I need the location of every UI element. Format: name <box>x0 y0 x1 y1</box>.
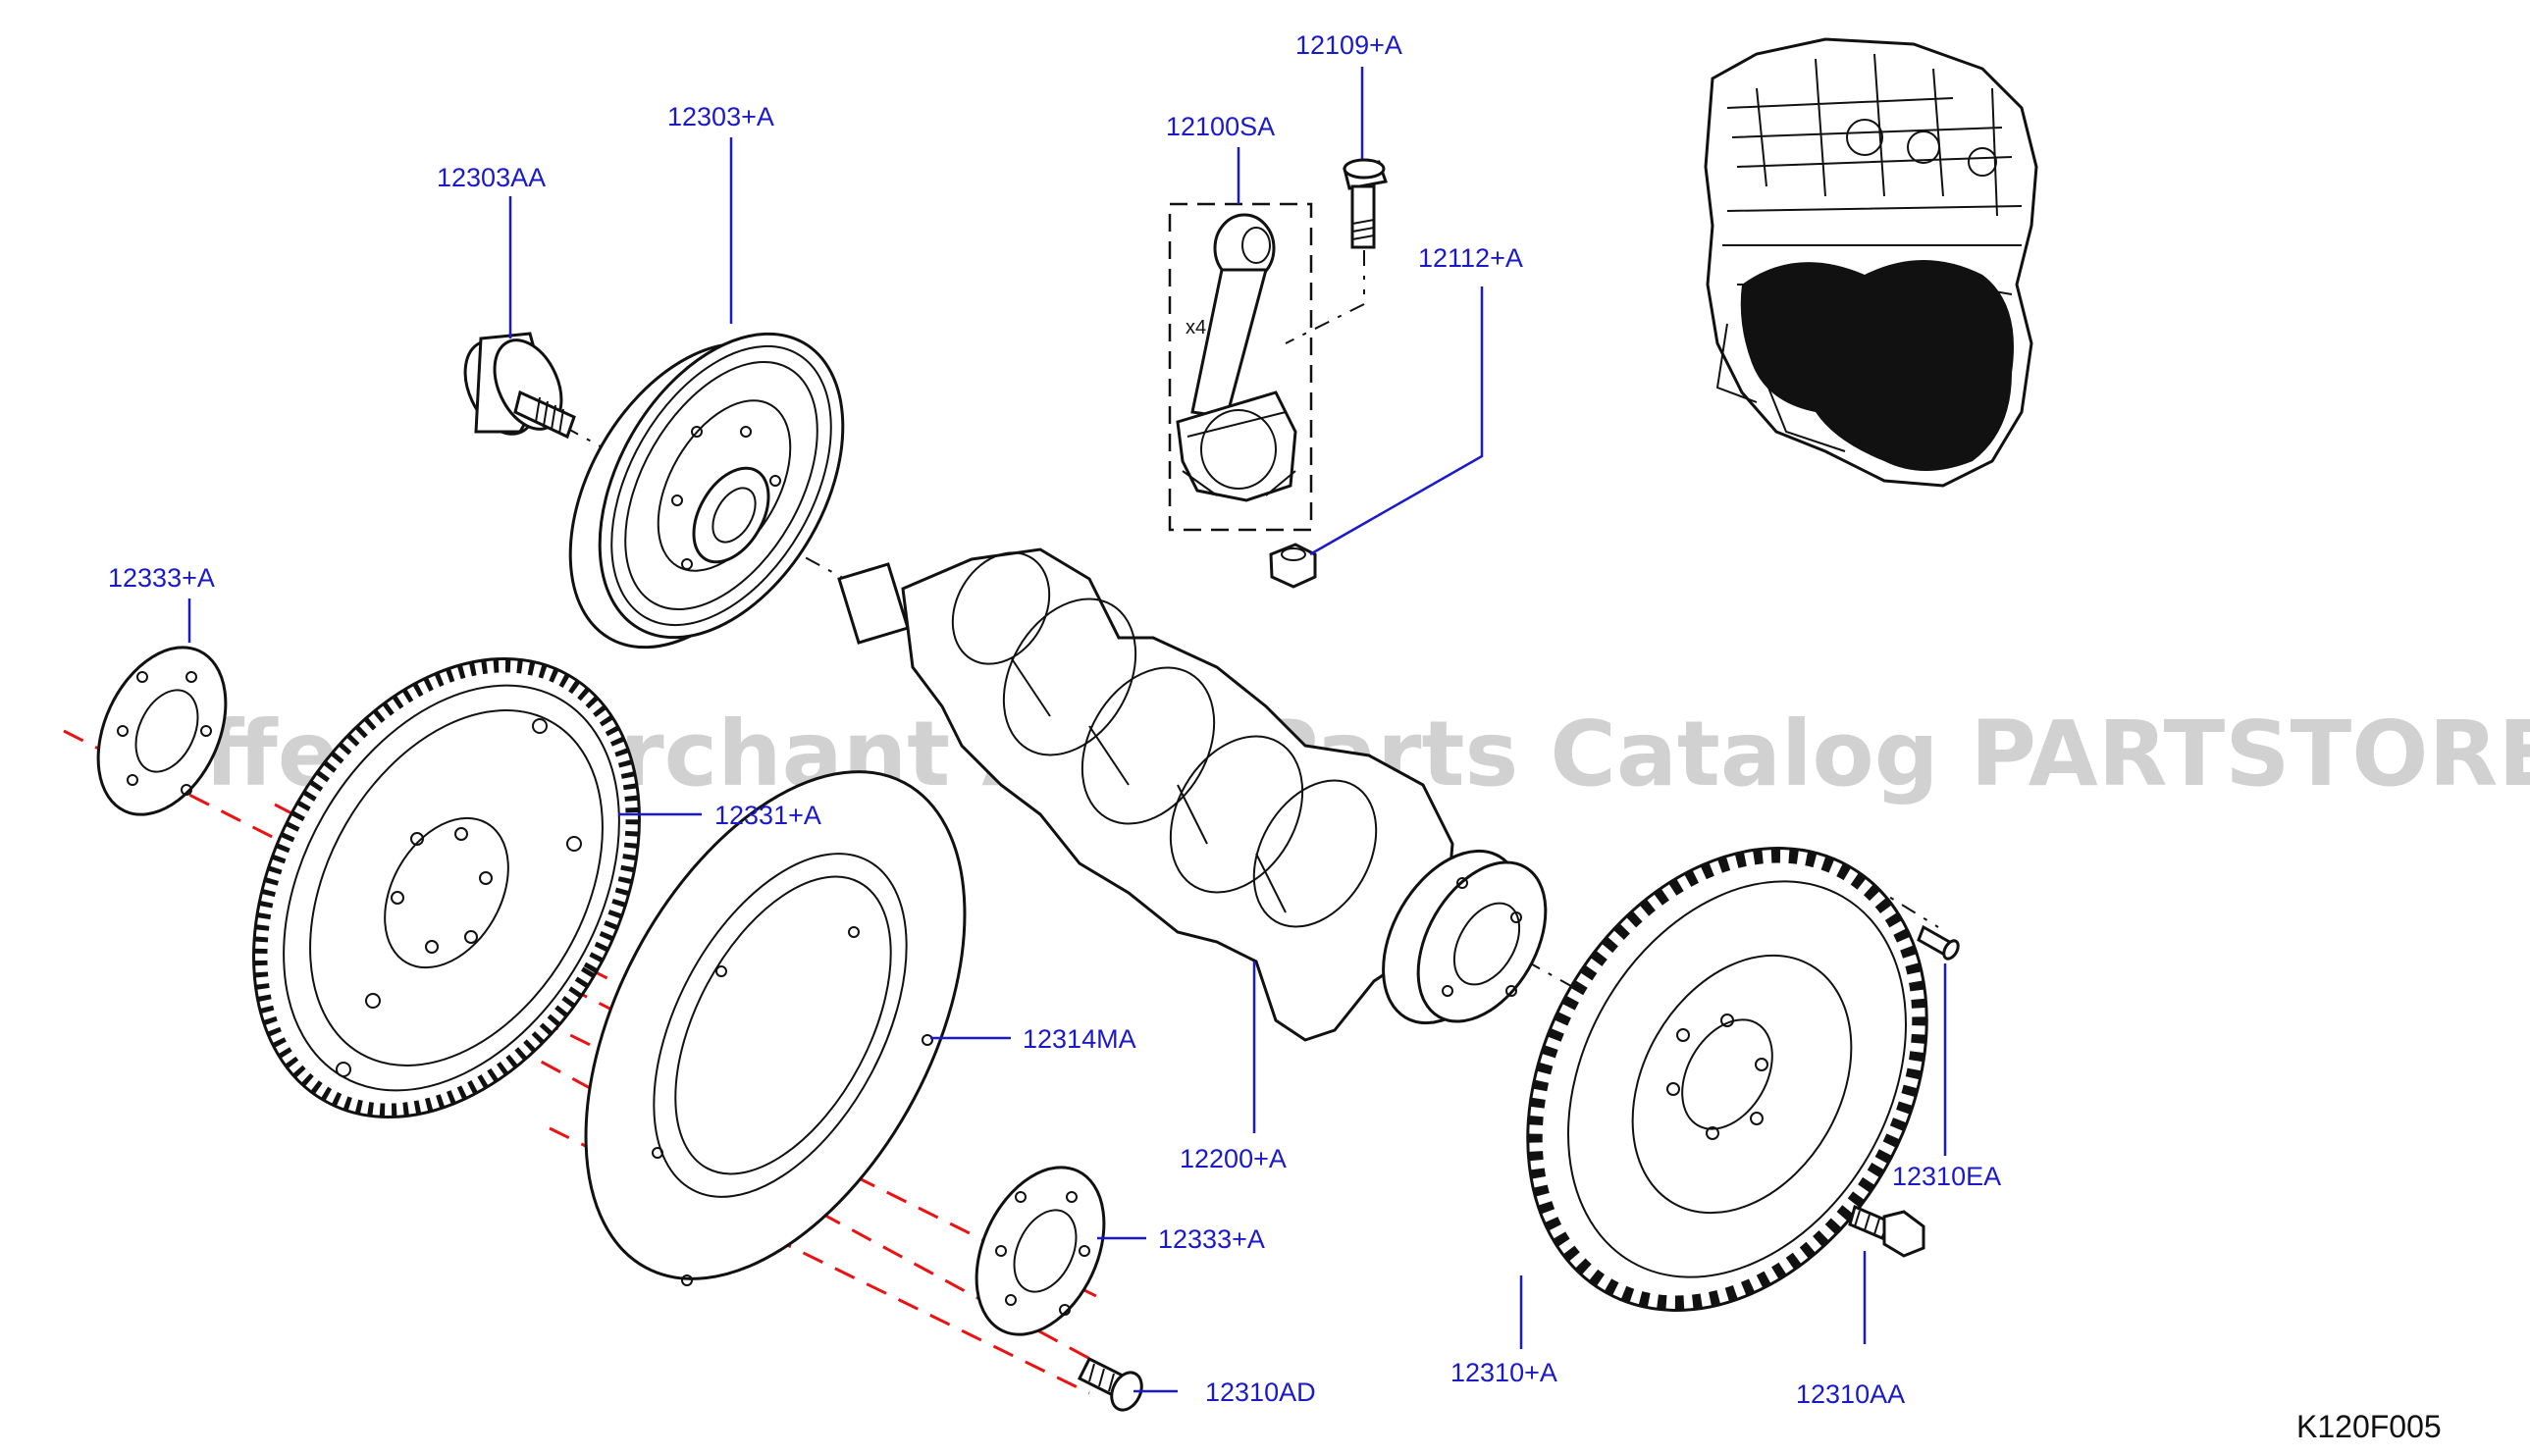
callout-12100SA: 12100SA <box>1166 112 1275 141</box>
reinforcement-plate-top <box>96 646 228 816</box>
diagram-code: K120F005 <box>2296 1409 2442 1444</box>
flywheel-bolt <box>1848 1204 1925 1258</box>
crank-pulley-bolt <box>463 332 576 440</box>
drive-plate <box>252 656 641 1119</box>
callout-labels: 12303AA 12303+A 12100SA 12109+A 12112+A … <box>108 30 2001 1409</box>
callout-12200A: 12200+A <box>1180 1144 1287 1173</box>
callout-12303AA: 12303AA <box>437 163 546 192</box>
callout-12310A: 12310+A <box>1450 1358 1557 1387</box>
callout-12310AA: 12310AA <box>1796 1379 1905 1409</box>
crankshaft <box>837 547 1548 1042</box>
engine-assembly-illustration <box>1704 37 2038 488</box>
connecting-rod-nut <box>1269 543 1317 589</box>
crankshaft-pulley <box>568 332 845 650</box>
callout-12314MA: 12314MA <box>1023 1024 1136 1054</box>
callout-12109A: 12109+A <box>1295 30 1402 60</box>
drive-plate-bolt <box>1077 1356 1143 1412</box>
callout-12303A: 12303+A <box>667 102 774 131</box>
adapter-plate <box>584 770 967 1286</box>
callout-12310AD: 12310AD <box>1205 1378 1316 1407</box>
callout-12333A-top: 12333+A <box>108 563 215 593</box>
callout-12310EA: 12310EA <box>1892 1162 2001 1191</box>
connecting-rod-bolt <box>1343 158 1388 249</box>
rod-quantity-label: x4 <box>1186 317 1206 338</box>
callout-12333A-bottom: 12333+A <box>1158 1224 1265 1254</box>
flywheel <box>1526 847 1928 1312</box>
dowel-pin <box>1917 924 1960 961</box>
connecting-rod: x4 <box>1168 202 1313 532</box>
callout-12331A: 12331+A <box>714 801 821 830</box>
leader-lines <box>187 67 1947 1393</box>
reinforcement-plate-bottom <box>975 1166 1106 1336</box>
callout-12112A: 12112+A <box>1418 243 1523 273</box>
